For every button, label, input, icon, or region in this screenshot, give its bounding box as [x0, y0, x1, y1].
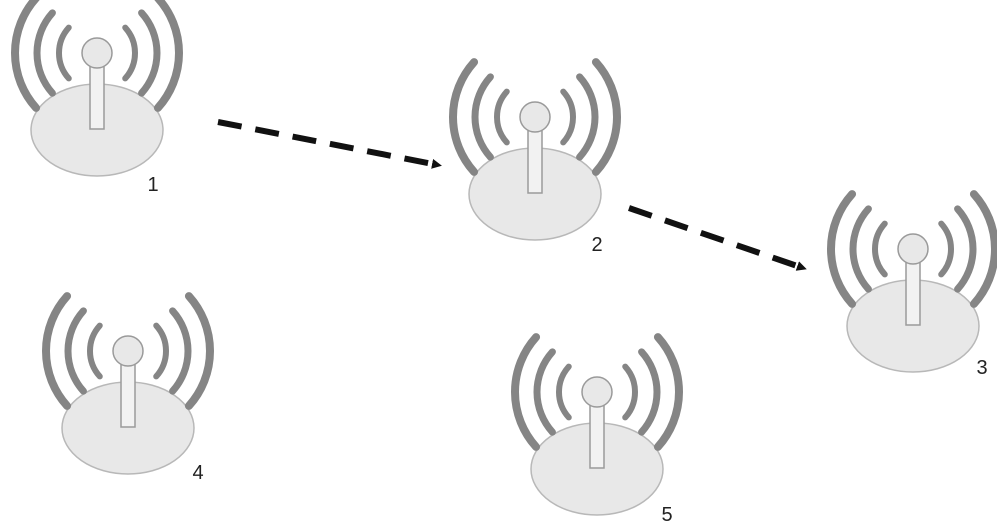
radio-wave-right-1 [153, 322, 169, 380]
node-label: 3 [976, 357, 987, 379]
radio-wave-right-3 [969, 190, 997, 308]
radio-wave-left-3 [11, 0, 41, 112]
radio-wave-left-3 [449, 58, 479, 176]
radio-wave-left-1 [556, 363, 572, 421]
radio-wave-left-3 [42, 292, 72, 410]
node-label: 1 [147, 174, 158, 196]
node-label: 5 [661, 504, 672, 526]
radio-wave-right-2 [138, 9, 161, 97]
radio-wave-left-1 [56, 24, 72, 82]
node-3: 3 [827, 190, 997, 379]
node-antenna-ball [81, 37, 113, 69]
radio-wave-left-1 [872, 220, 888, 278]
radio-wave-right-1 [938, 220, 954, 278]
radio-wave-right-2 [954, 205, 977, 293]
link-arrow-2-to-3 [628, 205, 807, 271]
radio-wave-right-3 [653, 333, 683, 451]
radio-wave-right-1 [122, 24, 138, 82]
node-antenna-ball [581, 376, 613, 408]
radio-wave-right-2 [169, 307, 192, 395]
radio-wave-left-1 [494, 88, 510, 146]
radio-wave-right-1 [560, 88, 576, 146]
radio-wave-left-3 [827, 190, 857, 308]
radio-wave-right-3 [153, 0, 183, 112]
radio-wave-right-3 [184, 292, 214, 410]
node-antenna-ball [519, 101, 551, 133]
links-layer [217, 119, 807, 271]
nodes-layer: 1 2 3 4 5 [11, 0, 997, 526]
radio-wave-left-3 [511, 333, 541, 451]
node-1: 1 [11, 0, 183, 196]
radio-wave-left-1 [87, 322, 103, 380]
node-label: 4 [192, 462, 203, 484]
node-4: 4 [42, 292, 214, 484]
node-5: 5 [511, 333, 683, 526]
radio-wave-right-2 [638, 348, 661, 436]
node-antenna-ball [112, 335, 144, 367]
link-arrow-1-to-2 [217, 119, 442, 169]
radio-wave-left-2 [64, 307, 87, 395]
radio-wave-left-2 [33, 9, 56, 97]
radio-wave-right-3 [591, 58, 621, 176]
radio-wave-right-2 [576, 73, 599, 161]
node-2: 2 [449, 58, 621, 256]
node-label: 2 [591, 234, 602, 256]
node-antenna-ball [897, 233, 929, 265]
radio-wave-right-1 [622, 363, 638, 421]
radio-wave-left-2 [533, 348, 556, 436]
radio-wave-left-2 [849, 205, 872, 293]
radio-wave-left-2 [471, 73, 494, 161]
